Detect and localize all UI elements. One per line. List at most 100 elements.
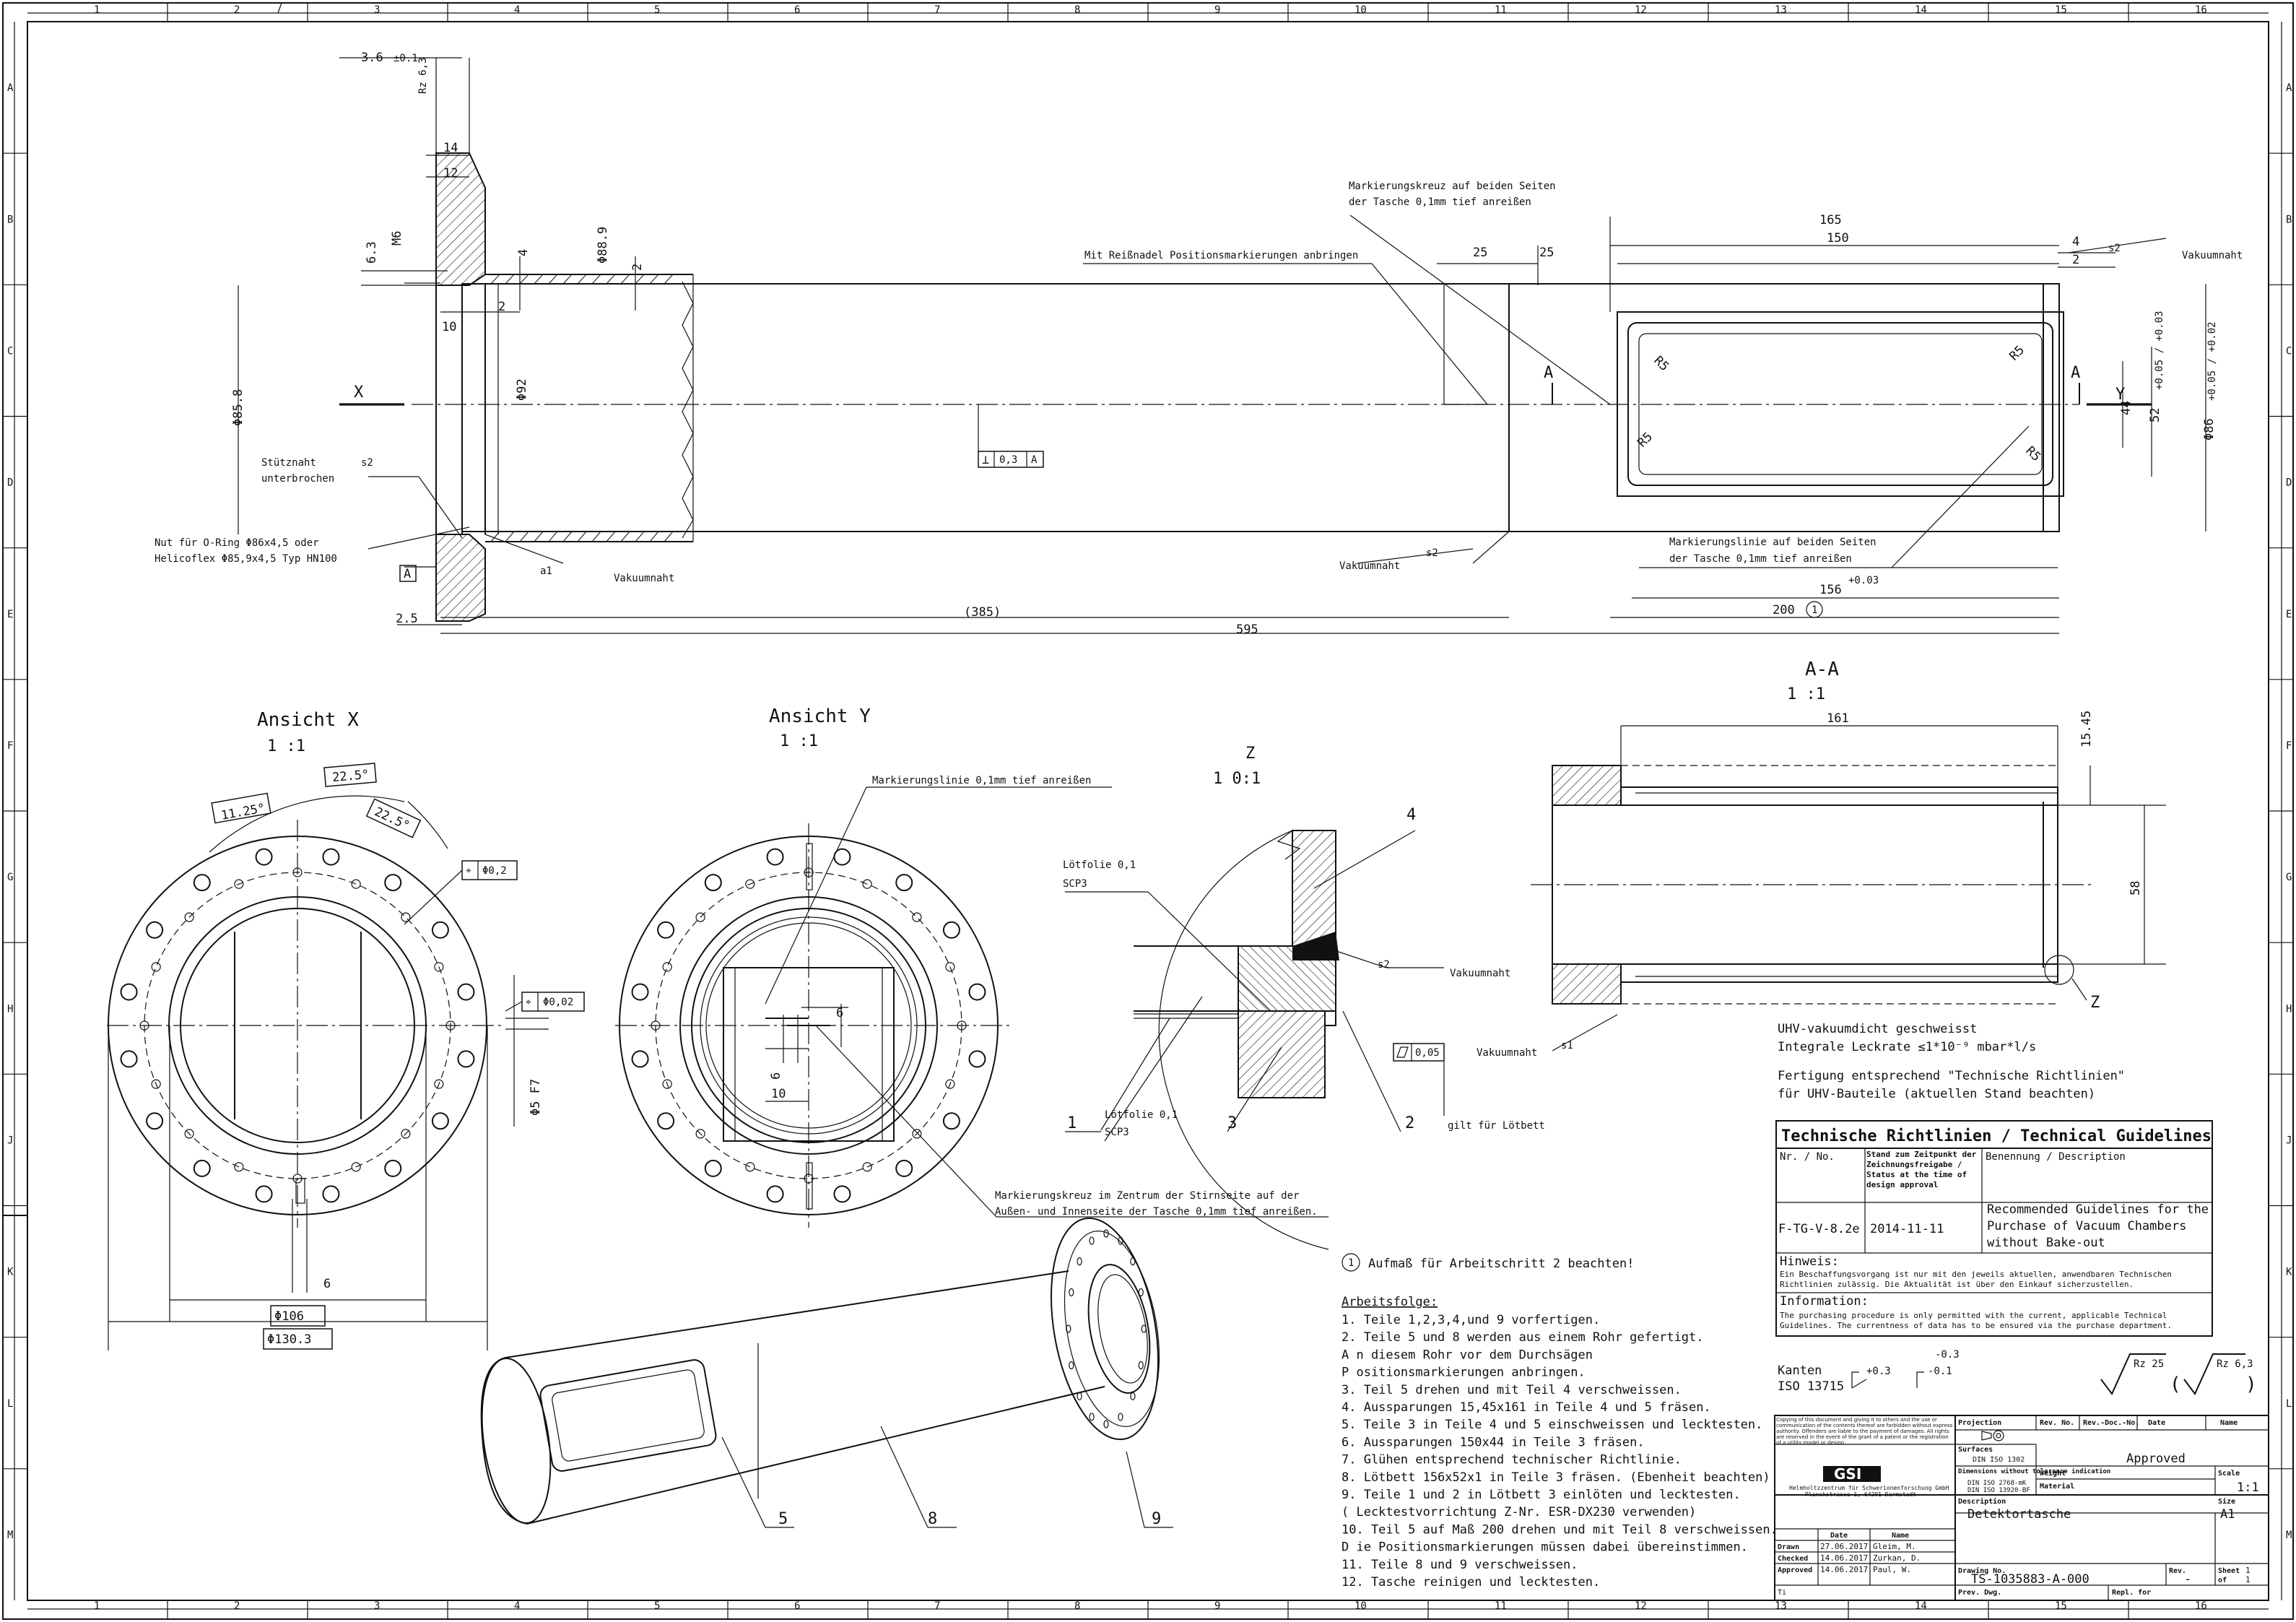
- row-marker: B: [2286, 214, 2292, 225]
- dim-156: 156: [1819, 583, 1842, 597]
- tube-outline: [461, 283, 2060, 532]
- guidelines-hinweis-text-1: Ein Beschaffungsvorgang ist nur mit den …: [1780, 1270, 2172, 1279]
- small-hole: [862, 1162, 872, 1172]
- tb-rev-doc-label: Rev.-Doc.-No.: [2083, 1419, 2139, 1427]
- paren-close: ): [2245, 1374, 2257, 1395]
- small-hole: [945, 1079, 955, 1089]
- label-iso-13715: ISO 13715: [1778, 1379, 1844, 1394]
- small-hole: [912, 912, 922, 922]
- column-marker: 11: [1495, 4, 1507, 16]
- column-marker: 14: [1915, 4, 1927, 16]
- row-marker: J: [7, 1135, 13, 1146]
- dim-3-6: 3.6: [361, 51, 383, 65]
- dim-14: 14: [443, 141, 458, 155]
- detail-z-marker: Z: [2090, 994, 2100, 1012]
- label-loetfolie-2: Lötfolie 0,1: [1105, 1109, 1178, 1121]
- gsi-logo: GSI: [1823, 1465, 1881, 1483]
- column-marker: 16: [2195, 1600, 2207, 1612]
- column-marker: 11: [1495, 1600, 1507, 1612]
- surface-symbol-rz25: [2100, 1353, 2166, 1395]
- column-marker: 15: [2055, 4, 2067, 16]
- tb-material-label: Material: [2040, 1482, 2074, 1491]
- column-marker: 7: [934, 4, 940, 16]
- arbeitsfolge-step: 8. Lötbett 156x52x1 in Teile 3 fräsen. (…: [1341, 1470, 1770, 1485]
- dim-phi-85-8: Φ85.8: [231, 389, 245, 426]
- tb-repl-for: Repl. for: [2112, 1589, 2151, 1597]
- tb-rev-label: Rev.: [2169, 1567, 2186, 1575]
- label-vakuumnaht-detail: Vakuumnaht: [1450, 968, 1510, 979]
- small-hole: [234, 1162, 244, 1172]
- label-rz-6-3: Rz 6,3: [2217, 1358, 2253, 1370]
- view-arrow-x: X: [354, 383, 364, 402]
- row-marker: H: [7, 1003, 13, 1015]
- arbeitsfolge-step: ( Lecktestvorrichtung Z-Nr. ESR-DX230 ve…: [1341, 1505, 1696, 1519]
- datum-a: A: [404, 567, 411, 581]
- dim-385: (385): [964, 605, 1001, 620]
- column-marker: 3: [374, 4, 380, 16]
- small-hole: [695, 1129, 705, 1139]
- iso-bolt: [1141, 1324, 1147, 1333]
- small-hole: [234, 879, 244, 889]
- dim-150: 150: [1827, 231, 1849, 246]
- kanten-minus-2: -0.1: [1928, 1366, 1952, 1377]
- bolt-hole: [384, 874, 402, 892]
- tb-drawing-no-value: TS-1035883-A-000: [1971, 1572, 2090, 1587]
- bolt-hole: [120, 1050, 138, 1068]
- note-markierungskreuz-y-1: Markierungskreuz im Zentrum der Stirnsei…: [995, 1190, 1299, 1202]
- guidelines-info-text-1: The purchasing procedure is only permitt…: [1780, 1311, 2167, 1320]
- column-marker: 1: [94, 4, 100, 16]
- bolt-hole: [704, 874, 722, 892]
- view-y-scale: 1 :1: [780, 732, 818, 750]
- tb-size-label: Size: [2218, 1497, 2235, 1506]
- tb-checked-name: Zurkan, D.: [1873, 1553, 1921, 1563]
- arbeitsfolge-step: 6. Aussparungen 150x44 in Teile 3 fräsen…: [1341, 1435, 1645, 1449]
- small-hole: [662, 1079, 672, 1089]
- bolt-hole: [431, 1112, 449, 1130]
- tb-of-label: of: [2218, 1577, 2227, 1584]
- part-2-section: [1238, 945, 1336, 1012]
- column-marker: 13: [1775, 4, 1787, 16]
- column-marker: 10: [1354, 4, 1367, 16]
- tb-date-label: Date: [2148, 1419, 2165, 1427]
- part-num-2: 2: [1405, 1114, 1414, 1132]
- isometric-view: 5 8 9: [480, 1217, 1173, 1528]
- tb-hdr-date: Date: [1830, 1532, 1848, 1540]
- kanten-plus: +0.3: [1866, 1366, 1891, 1377]
- position-tolerance-0-02: Φ0,02: [543, 997, 573, 1008]
- tb-rev-no-label: Rev. No.: [2040, 1419, 2074, 1427]
- dim-phi-130-3: Φ130.3: [267, 1332, 311, 1347]
- detail-z-title: Z: [1245, 745, 1255, 763]
- section-aa-wall-bottom: [1552, 963, 1622, 1005]
- bolt-hole: [384, 1159, 402, 1177]
- position-tolerance-0-2: Φ0,2: [482, 865, 507, 877]
- dim-2-5: 2.5: [396, 612, 418, 626]
- iso-flange: [1050, 1217, 1160, 1441]
- bolt-hole: [968, 983, 986, 1001]
- row-marker: E: [7, 609, 13, 620]
- note-markierungslinie-2: der Tasche 0,1mm tief anreißen: [1669, 553, 1852, 565]
- arbeitsfolge-step: 9. Teile 1 und 2 in Lötbett 3 einlöten u…: [1341, 1488, 1741, 1502]
- arbeitsfolge-step: 10. Teil 5 auf Maß 200 drehen und mit Te…: [1341, 1522, 1778, 1537]
- view-x-scale: 1 :1: [267, 737, 305, 755]
- guidelines-desc-3: without Bake-out: [1987, 1236, 2105, 1250]
- row-marker: M: [2286, 1530, 2292, 1541]
- dim-52: 52: [2148, 408, 2162, 422]
- angle-22-5-b: 22.5°: [372, 805, 412, 833]
- row-marker: G: [2286, 872, 2292, 883]
- small-hole: [695, 912, 705, 922]
- guidelines-hinweis-text-2: Richtlinien zulässig. Die Aktualität ist…: [1780, 1280, 2134, 1289]
- row-marker: A: [2286, 82, 2292, 94]
- perpendicularity-symbol: ⊥: [982, 453, 989, 467]
- column-marker: 7: [934, 1600, 940, 1612]
- tb-drawn-name: Gleim, M.: [1873, 1542, 1916, 1551]
- label-kanten: Kanten: [1778, 1363, 1822, 1378]
- arbeitsfolge-title: Arbeitsfolge:: [1341, 1295, 1438, 1309]
- weld-s2-detail: s2: [1378, 959, 1390, 971]
- dim-phi-106: Φ106: [274, 1309, 304, 1324]
- bolt-hole: [657, 1112, 675, 1130]
- tb-approved-label: Approved: [1778, 1566, 1812, 1574]
- column-marker: 12: [1635, 1600, 1647, 1612]
- row-marker: J: [2286, 1135, 2292, 1146]
- column-marker: 8: [1074, 4, 1080, 16]
